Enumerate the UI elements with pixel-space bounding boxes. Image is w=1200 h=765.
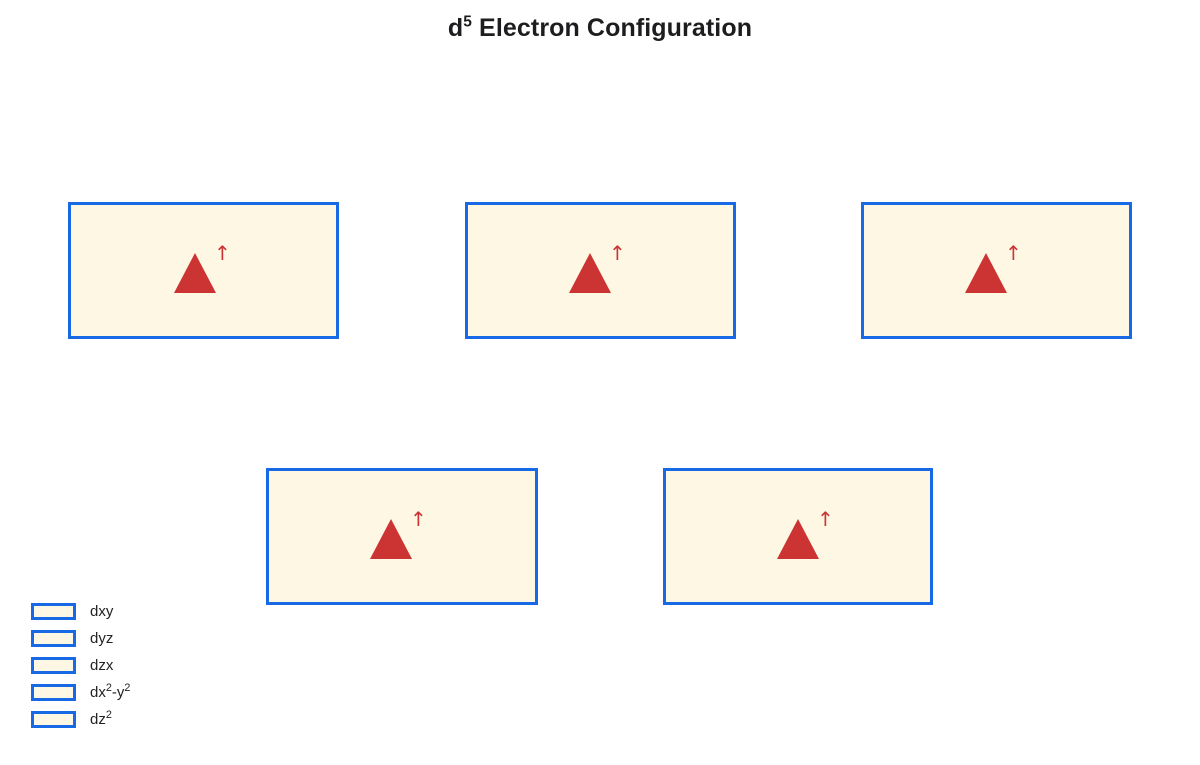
legend-label-sup: 2 xyxy=(124,682,131,694)
legend-label-sup: 2 xyxy=(105,709,112,721)
legend-label: dzx xyxy=(90,657,113,674)
spin-up-arrow-icon: ↑ xyxy=(214,241,231,265)
electron-triangle-icon xyxy=(370,519,412,559)
orbital-box-dxy[interactable]: ↑ xyxy=(68,202,339,339)
legend-item-dz2[interactable]: dz2 xyxy=(31,706,130,733)
electron-marker: ↑ xyxy=(370,509,434,561)
electron-triangle-icon xyxy=(569,253,611,293)
page-title: d5 Electron Configuration xyxy=(0,14,1200,43)
legend-swatch-icon xyxy=(31,630,76,647)
spin-up-arrow-icon: ↑ xyxy=(1005,241,1022,265)
legend-label-base: dxy xyxy=(90,603,114,620)
title-prefix: d xyxy=(447,14,464,42)
orbital-box-dz2[interactable]: ↑ xyxy=(663,468,933,605)
title-superscript: 5 xyxy=(463,13,473,31)
electron-marker: ↑ xyxy=(569,243,633,295)
legend-item-dyz[interactable]: dyz xyxy=(31,625,130,652)
electron-marker: ↑ xyxy=(777,509,841,561)
electron-marker: ↑ xyxy=(965,243,1029,295)
legend-label: dxy xyxy=(90,603,113,620)
legend-item-dxy[interactable]: dxy xyxy=(31,598,130,625)
orbital-box-dyz[interactable]: ↑ xyxy=(465,202,736,339)
legend-label-mid: -y xyxy=(111,684,125,701)
title-suffix: Electron Configuration xyxy=(472,14,753,42)
orbital-box-dx2-y2[interactable]: ↑ xyxy=(266,468,538,605)
legend-item-dzx[interactable]: dzx xyxy=(31,652,130,679)
legend-swatch-icon xyxy=(31,603,76,620)
legend: dxy dyz dzx dx2-y2 dz2 xyxy=(31,598,130,733)
spin-up-arrow-icon: ↑ xyxy=(609,241,626,265)
legend-label-base: dzx xyxy=(90,657,114,674)
orbital-box-dzx[interactable]: ↑ xyxy=(861,202,1132,339)
legend-label: dx2-y2 xyxy=(90,682,131,701)
legend-label: dyz xyxy=(90,630,113,647)
legend-label-base: dyz xyxy=(90,630,114,647)
legend-label-base: dz xyxy=(90,711,106,728)
electron-triangle-icon xyxy=(174,253,216,293)
spin-up-arrow-icon: ↑ xyxy=(817,507,834,531)
electron-triangle-icon xyxy=(777,519,819,559)
legend-label-sup: 2 xyxy=(105,682,112,694)
electron-triangle-icon xyxy=(965,253,1007,293)
legend-label-base: dx xyxy=(90,684,106,701)
electron-marker: ↑ xyxy=(174,243,238,295)
legend-swatch-icon xyxy=(31,684,76,701)
legend-swatch-icon xyxy=(31,711,76,728)
legend-item-dx2-y2[interactable]: dx2-y2 xyxy=(31,679,130,706)
legend-swatch-icon xyxy=(31,657,76,674)
spin-up-arrow-icon: ↑ xyxy=(410,507,427,531)
legend-label: dz2 xyxy=(90,709,112,728)
